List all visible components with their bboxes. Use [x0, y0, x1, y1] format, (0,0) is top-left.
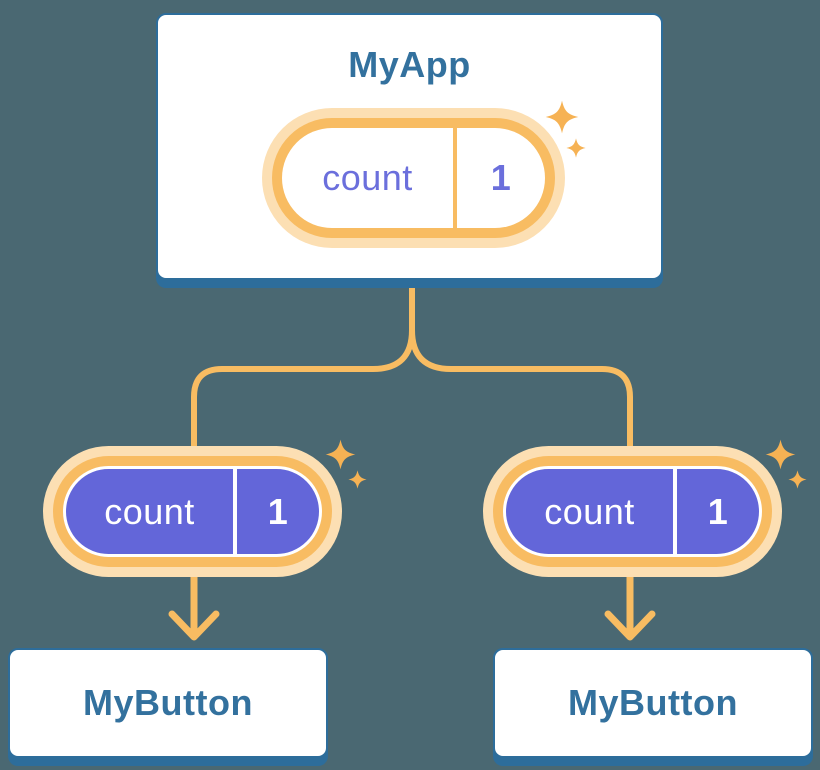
prop-pill-glow: count 1	[43, 446, 342, 577]
prop-pill-ring: count 1	[53, 456, 332, 567]
child-component-title: MyButton	[568, 682, 738, 724]
fork-branch-right	[409, 285, 633, 459]
state-pill-glow: count 1	[262, 108, 565, 248]
arrow-down-icon	[604, 568, 656, 641]
prop-value-label: 1	[267, 490, 289, 532]
child-component-title: MyButton	[83, 682, 253, 724]
sparkle-icon	[545, 100, 579, 134]
fork-branch-left	[191, 285, 415, 459]
state-name-label: count	[322, 157, 413, 198]
state-pill: count 1	[262, 108, 565, 248]
arrow-down-icon	[168, 568, 220, 641]
prop-pill: count 1	[483, 446, 782, 577]
sparkle-icon	[566, 138, 586, 158]
sparkle-icon	[348, 470, 367, 489]
state-value-label: 1	[490, 157, 512, 198]
child-component-card: MyButton	[8, 648, 328, 758]
prop-pill-ring: count 1	[493, 456, 772, 567]
sparkle-icon	[325, 439, 356, 470]
root-component-title: MyApp	[348, 44, 471, 85]
prop-pill: count 1	[43, 446, 342, 577]
sparkle-icon	[788, 470, 807, 489]
state-pill-ring: count 1	[272, 118, 555, 238]
pill-divider	[453, 128, 457, 228]
pill-divider	[673, 469, 677, 554]
prop-name-label: count	[104, 490, 195, 532]
pill-divider	[233, 469, 237, 554]
child-component-card: MyButton	[493, 648, 813, 758]
prop-pill-glow: count 1	[483, 446, 782, 577]
prop-value-label: 1	[707, 490, 729, 532]
prop-name-label: count	[544, 490, 635, 532]
sparkle-icon	[765, 439, 796, 470]
